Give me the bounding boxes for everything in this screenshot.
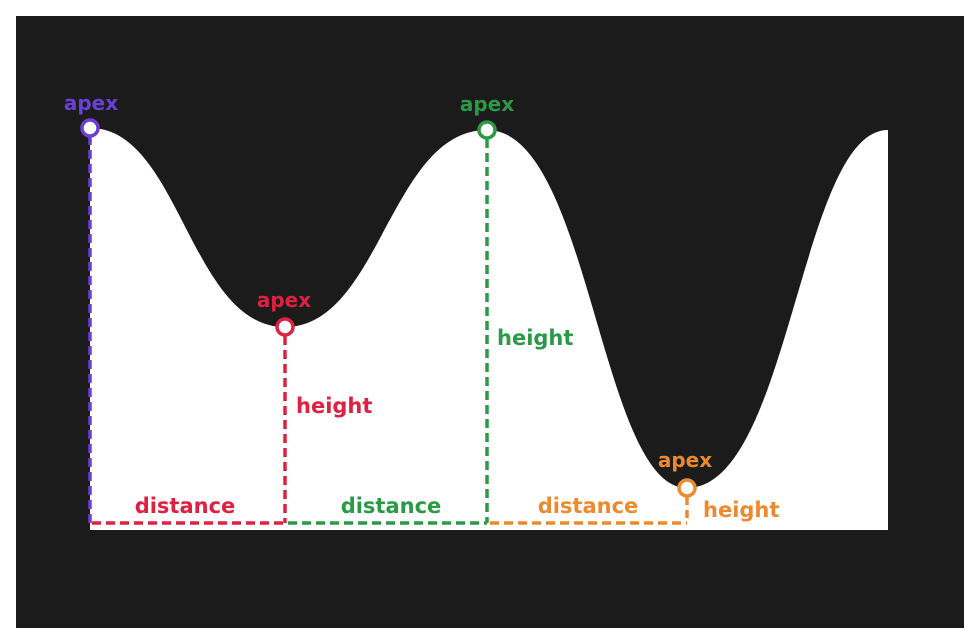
height-label-green: height (497, 326, 573, 350)
apex-marker-orange (677, 478, 697, 498)
wave-area (90, 128, 888, 530)
distance-label-orange: distance (538, 494, 639, 518)
apex-marker-green (477, 120, 497, 140)
apex-label-purple: apex (64, 91, 118, 115)
distance-label-red: distance (135, 494, 236, 518)
apex-label-green: apex (460, 92, 514, 116)
apex-marker-red (275, 317, 295, 337)
height-label-orange: height (703, 498, 779, 522)
apex-marker-purple (80, 118, 100, 138)
height-label-red: height (296, 394, 372, 418)
distance-label-green: distance (341, 494, 442, 518)
apex-label-red: apex (257, 288, 311, 312)
apex-label-orange: apex (658, 448, 712, 472)
